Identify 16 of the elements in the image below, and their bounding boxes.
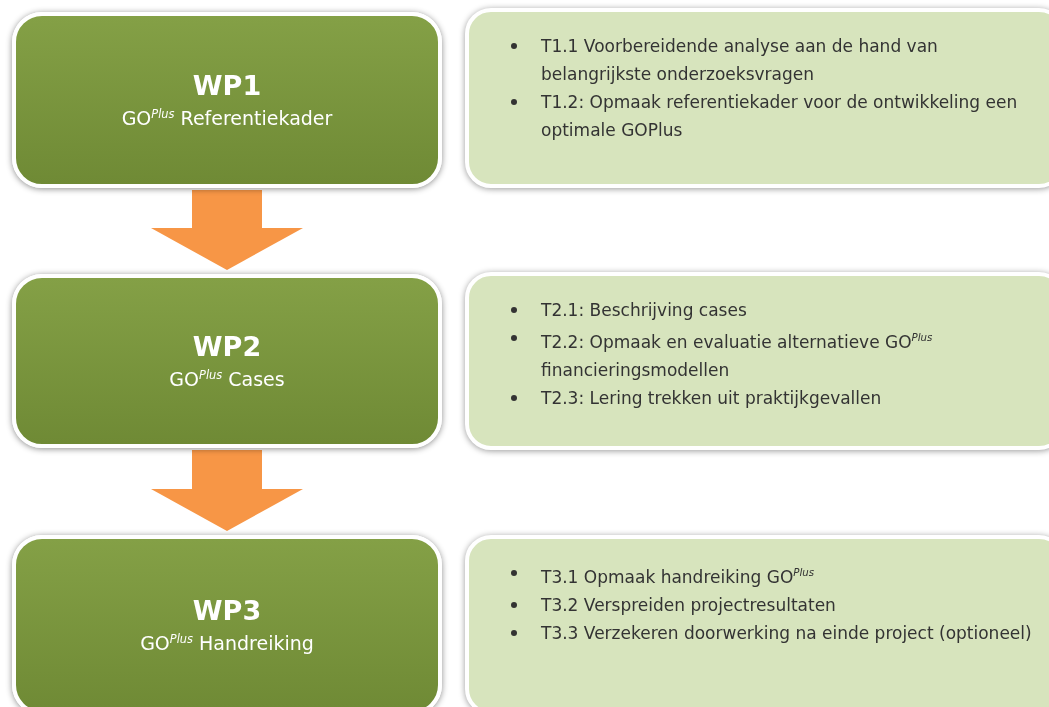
task-item: T3.1 Opmaak handreiking GO$^{Plus}$ [541,565,815,589]
arrow [151,450,303,531]
arrow [151,190,303,270]
package-subtitle: GO$^{Plus}$ Handreiking [140,632,314,655]
package-title: WP3 [192,595,262,627]
task-item: T1.1 Voorbereidende analyse aan de hand van belangrijkste onderzoeksvragen [541,35,939,86]
task-item: T2.3: Lering trekken uit praktijkgevallen [541,386,882,410]
package-title: WP1 [192,70,262,102]
task-item: T2.1: Beschrijving cases [541,299,747,322]
task-item: T3.3 Verzekeren doorwerking na einde project (optioneel) [541,621,1032,645]
package-title: WP2 [192,331,262,363]
package-subtitle: GO$^{Plus}$ Referentiekader [121,107,333,130]
task-item: T3.2 Verspreiden projectresultaten [541,593,836,617]
task-item: T2.2: Opmaak en evaluatie alternatieve GO$^{Plus}$ financieringsmodellen [541,330,934,382]
task-item: T1.2: Opmaak referentiekader voor de ontwikkeling een optimale GOPlus [541,91,1019,142]
package-subtitle: GO$^{Plus}$ Cases [169,368,285,391]
